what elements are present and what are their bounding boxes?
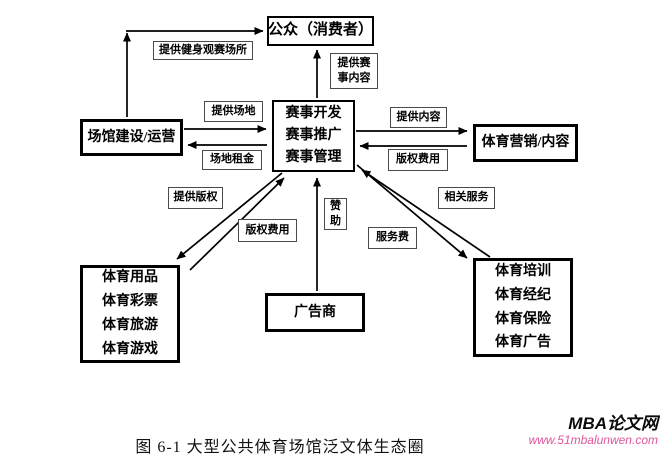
node-sports-goods-line: 体育用品 <box>102 270 158 286</box>
node-advertiser: 广告商 <box>265 293 365 332</box>
node-sports-goods-line: 体育游戏 <box>102 341 158 357</box>
node-marketing-label: 体育营销/内容 <box>481 135 570 151</box>
node-venue: 场馆建设/运营 <box>80 119 183 156</box>
node-advertiser-label: 广告商 <box>294 304 336 320</box>
node-public: 公众（消费者） <box>267 16 374 46</box>
node-sports-training-line: 体育广告 <box>495 335 551 351</box>
figure-caption: 图 6-1 大型公共体育场馆泛文体生态圈 <box>135 439 425 456</box>
node-sports-training: 体育培训 体育经纪 体育保险 体育广告 <box>473 258 573 357</box>
arrow-related-services <box>361 169 491 258</box>
edge-label-copyright-fee-right: 版权费用 <box>388 149 448 171</box>
edge-label-sponsorship: 赞助 <box>324 198 347 230</box>
watermark-brand: MBA论文网 <box>568 414 658 433</box>
node-sports-training-line: 体育培训 <box>495 263 551 279</box>
arrow-copyright-fee-left <box>189 177 285 271</box>
edge-label-provide-event-content: 提供赛事内容 <box>330 53 378 89</box>
edge-label-venue-rent: 场地租金 <box>202 150 262 170</box>
edge-label-provide-venue: 提供场地 <box>204 101 263 122</box>
node-sports-goods-line: 体育旅游 <box>102 318 158 333</box>
node-sports-training-line: 体育经纪 <box>495 287 551 303</box>
arrow-service-fee <box>356 164 468 259</box>
watermark-url: www.51mbalunwen.com <box>528 432 658 447</box>
node-event-center: 赛事开发 赛事推广 赛事管理 <box>272 100 355 172</box>
watermark: MBA论文网 www.51mbalunwen.com <box>529 414 658 447</box>
edge-label-service-fee: 服务费 <box>368 227 417 249</box>
edge-label-copyright-fee-left: 版权费用 <box>238 219 297 242</box>
edge-label-provide-fitness-venue: 提供健身观赛场所 <box>153 41 253 60</box>
node-sports-training-line: 体育保险 <box>495 311 551 327</box>
edge-label-provide-content: 提供内容 <box>390 107 447 128</box>
node-marketing: 体育营销/内容 <box>473 124 578 162</box>
arrow-provide-copyright <box>176 172 283 260</box>
node-event-center-line: 赛事开发 <box>285 106 342 122</box>
node-sports-goods-line: 体育彩票 <box>102 294 158 310</box>
node-public-label: 公众（消费者） <box>268 22 374 39</box>
node-sports-goods: 体育用品 体育彩票 体育旅游 体育游戏 <box>80 265 180 363</box>
node-event-center-line: 赛事管理 <box>285 149 342 165</box>
edge-label-related-services: 相关服务 <box>438 187 495 209</box>
node-venue-label: 场馆建设/运营 <box>87 129 176 145</box>
node-event-center-line: 赛事推广 <box>285 128 342 144</box>
edge-label-provide-copyright: 提供版权 <box>168 187 223 209</box>
